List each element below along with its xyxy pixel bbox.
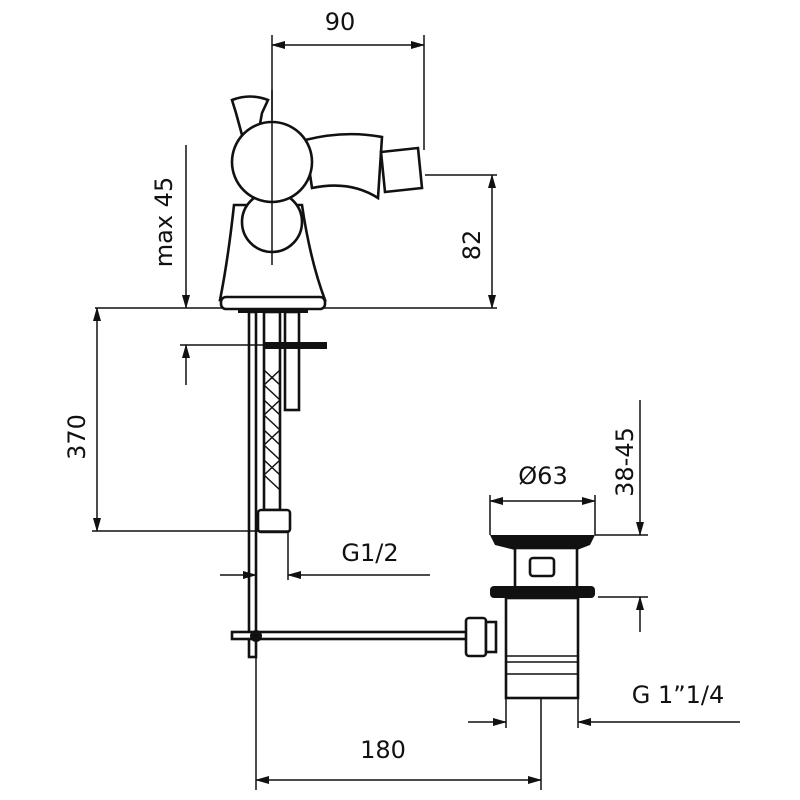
dim-label-180: 180 bbox=[360, 736, 406, 764]
dim-label-g1-1-4: G 1”1/4 bbox=[632, 681, 725, 709]
dim-label-38-45: 38-45 bbox=[611, 427, 639, 497]
dim-label-g1-2: G1/2 bbox=[341, 539, 398, 567]
dim-label-90: 90 bbox=[325, 8, 356, 36]
spout bbox=[303, 132, 384, 201]
dimension-g1-1-4: G 1”1/4 bbox=[468, 681, 740, 728]
dimension-90: 90 bbox=[271, 8, 425, 150]
dimension-g1-2: G1/2 bbox=[220, 532, 430, 580]
fixing-washer bbox=[265, 342, 327, 349]
base-plate bbox=[219, 295, 327, 311]
dim-label-82: 82 bbox=[458, 230, 486, 261]
dimension-370: 370 bbox=[63, 307, 290, 532]
dimension-180: 180 bbox=[255, 657, 542, 790]
faucet-body bbox=[218, 90, 424, 313]
waste-valve bbox=[490, 535, 595, 700]
dimension-diameter-63: Ø63 bbox=[489, 462, 596, 535]
supply-hoses bbox=[247, 310, 327, 659]
spout-nozzle bbox=[379, 146, 424, 194]
hose-nut bbox=[256, 508, 292, 534]
dimension-82: 82 bbox=[425, 174, 497, 309]
dim-label-max-45: max 45 bbox=[150, 177, 178, 267]
popup-rod bbox=[230, 616, 498, 658]
dimension-max-45: max 45 bbox=[150, 145, 265, 385]
dim-label-63: Ø63 bbox=[518, 462, 567, 490]
dimension-38-45: 38-45 bbox=[595, 400, 648, 632]
dim-label-370: 370 bbox=[63, 414, 91, 460]
